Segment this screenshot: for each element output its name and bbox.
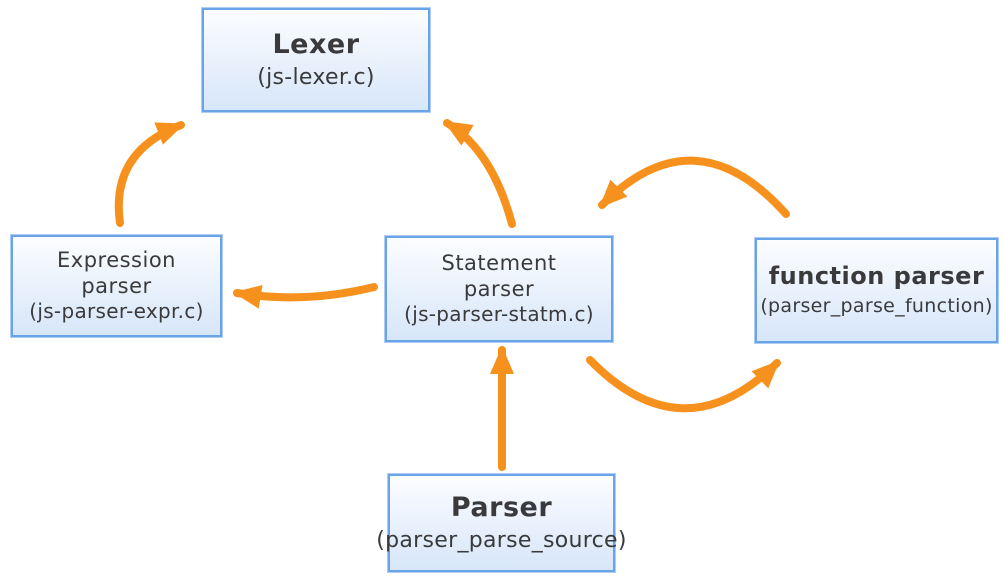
- node-expression-parser-title: Expression parser: [57, 247, 176, 298]
- node-lexer-title: Lexer: [272, 28, 360, 60]
- node-statement-parser: Statement parser (js-parser-statm.c): [385, 236, 613, 342]
- arrow-expression-parser-to-lexer: [114, 121, 185, 227]
- node-statement-parser-subtitle: (js-parser-statm.c): [404, 302, 594, 327]
- node-function-parser: function parser (parser_parse_function): [755, 238, 998, 343]
- node-lexer-subtitle: (js-lexer.c): [257, 64, 375, 90]
- arrow-statement-parser-to-lexer: [443, 119, 516, 228]
- node-lexer: Lexer (js-lexer.c): [202, 8, 430, 112]
- node-function-parser-title: function parser: [768, 262, 985, 291]
- arrow-function-parser-to-statement-parser: [598, 156, 790, 218]
- node-function-parser-subtitle: (parser_parse_function): [760, 294, 993, 317]
- node-parser-subtitle: (parser_parse_source): [376, 527, 627, 553]
- node-statement-parser-title: Statement parser: [441, 250, 557, 301]
- node-expression-parser-subtitle: (js-parser-expr.c): [29, 299, 204, 324]
- arrow-statement-parser-to-function-parser: [586, 356, 781, 413]
- arrow-statement-parser-to-expression-parser: [233, 283, 378, 309]
- node-expression-parser: Expression parser (js-parser-expr.c): [11, 235, 222, 337]
- node-parser: Parser (parser_parse_source): [376, 474, 626, 572]
- node-parser-title: Parser: [450, 491, 553, 523]
